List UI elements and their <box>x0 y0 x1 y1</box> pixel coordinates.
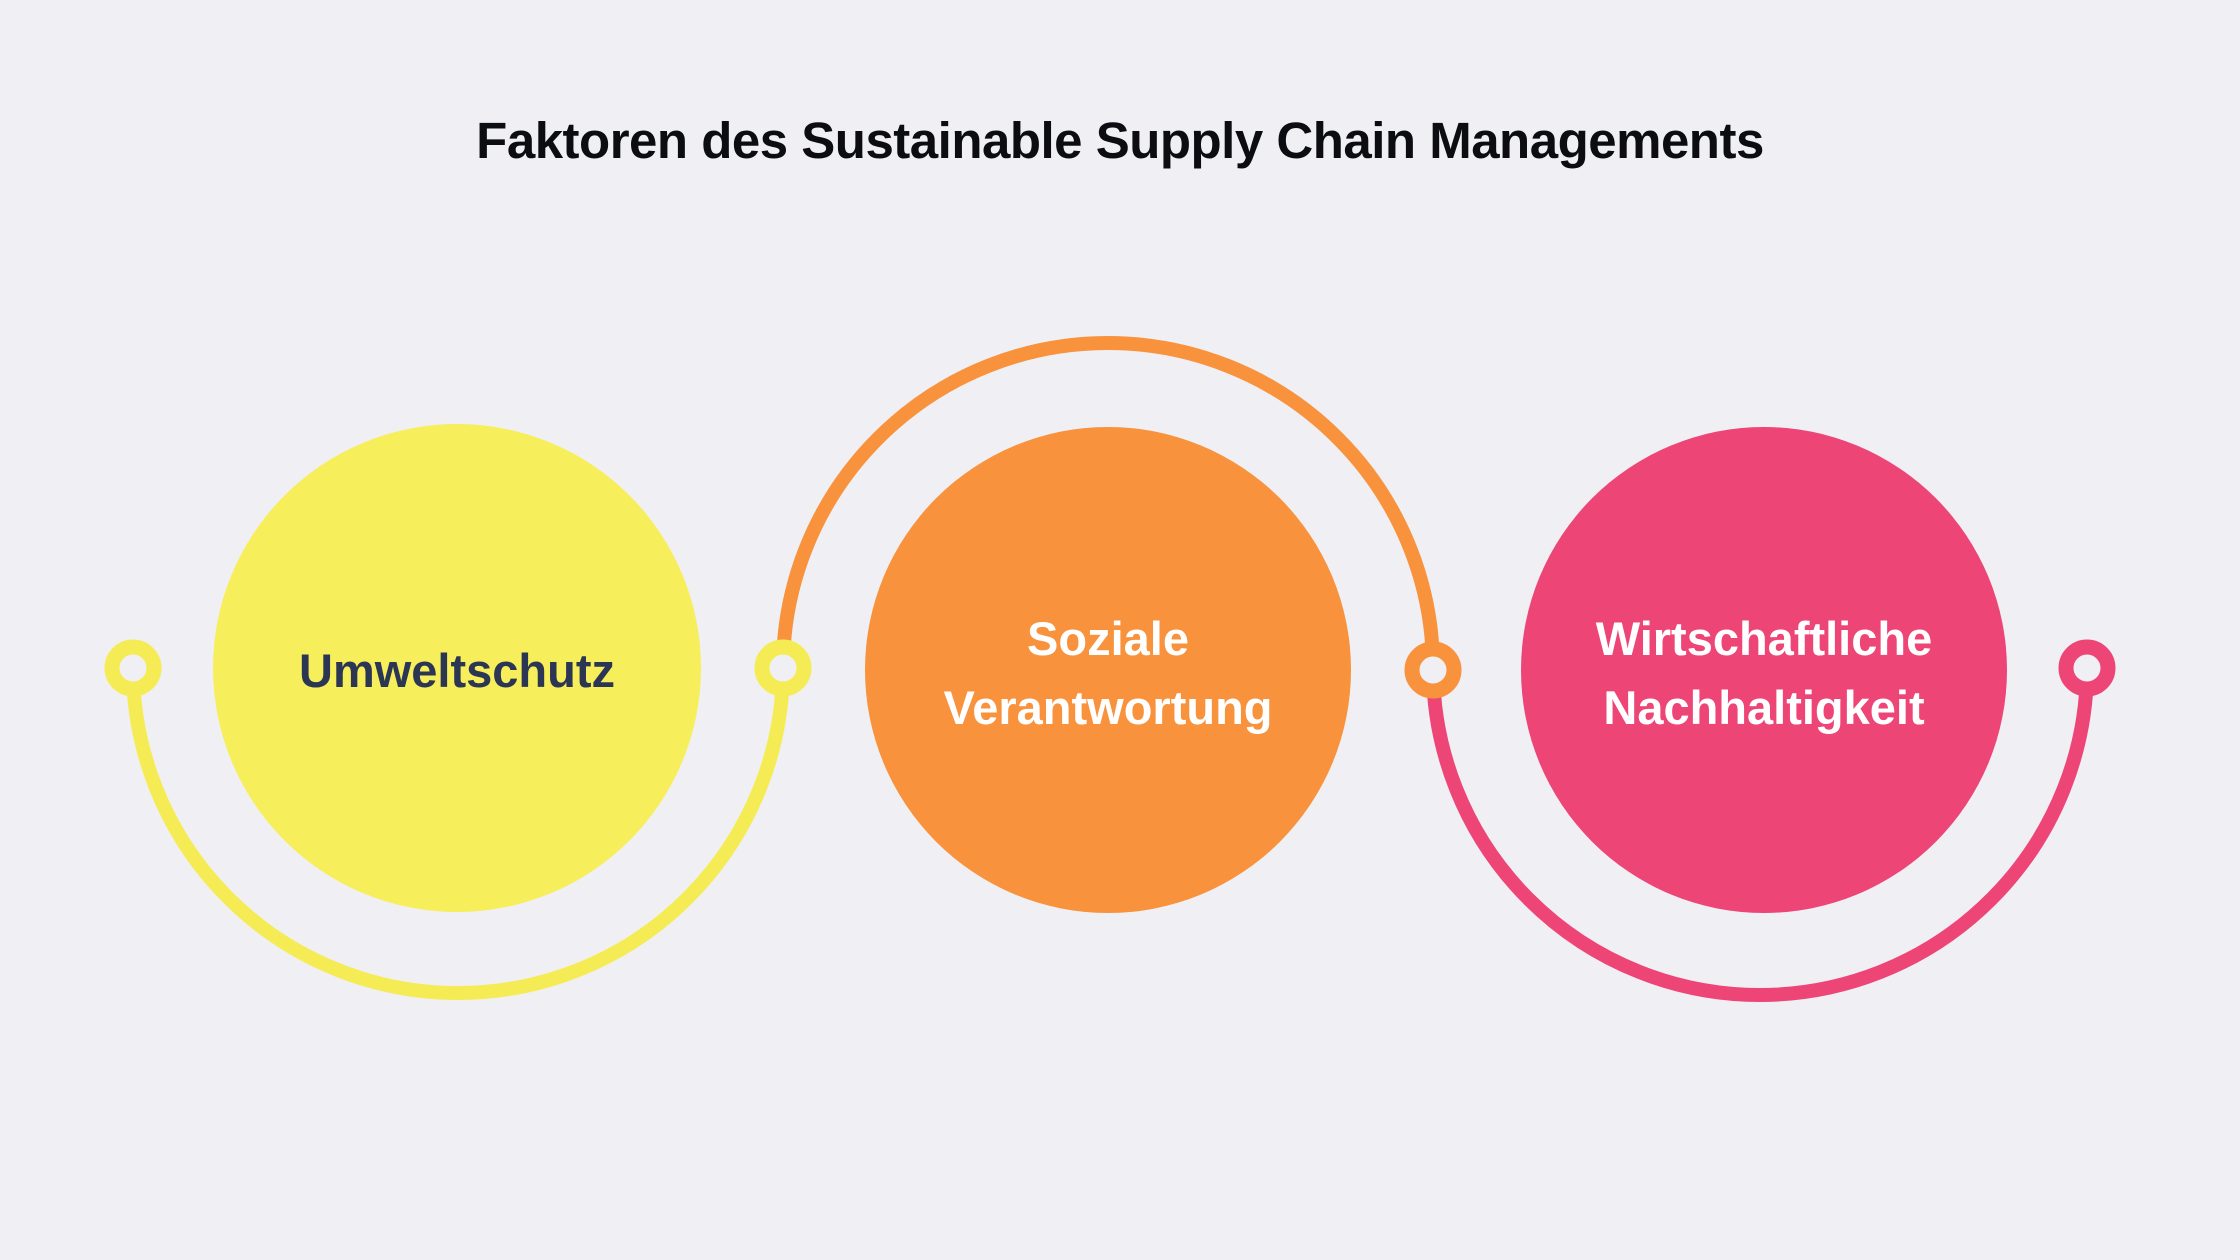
factor-label-wirtschaftliche-nachhaltigkeit: Wirtschaftliche Nachhaltigkeit <box>1519 428 2009 918</box>
connector-ring-left-yellow <box>104 639 162 697</box>
factor-circle-soziale-verantwortung <box>865 427 1351 913</box>
connector-ring-orange-pink <box>1404 641 1462 699</box>
factor-label-line: Umweltschutz <box>299 643 615 697</box>
connector-ring-right-pink <box>2058 639 2116 697</box>
factor-label-line: Soziale <box>1027 612 1189 665</box>
factor-label-line: Nachhaltigkeit <box>1603 681 1925 734</box>
factor-label-umweltschutz: Umweltschutz <box>212 425 702 915</box>
connector-arc-wirtschaftliche-nachhaltigkeit <box>1426 667 2094 1002</box>
factor-circle-umweltschutz <box>213 424 701 912</box>
connector-ring-yellow-orange <box>754 639 812 697</box>
factor-label-line: Verantwortung <box>943 681 1273 734</box>
factor-circle-wirtschaftliche-nachhaltigkeit <box>1521 427 2007 913</box>
factor-label-line: Wirtschaftliche <box>1595 612 1933 665</box>
factor-label-soziale-verantwortung: Soziale Verantwortung <box>863 428 1353 918</box>
connector-arc-soziale-verantwortung <box>776 336 1440 669</box>
page-title: Faktoren des Sustainable Supply Chain Ma… <box>476 112 1764 169</box>
connector-arc-umweltschutz <box>126 667 790 1000</box>
